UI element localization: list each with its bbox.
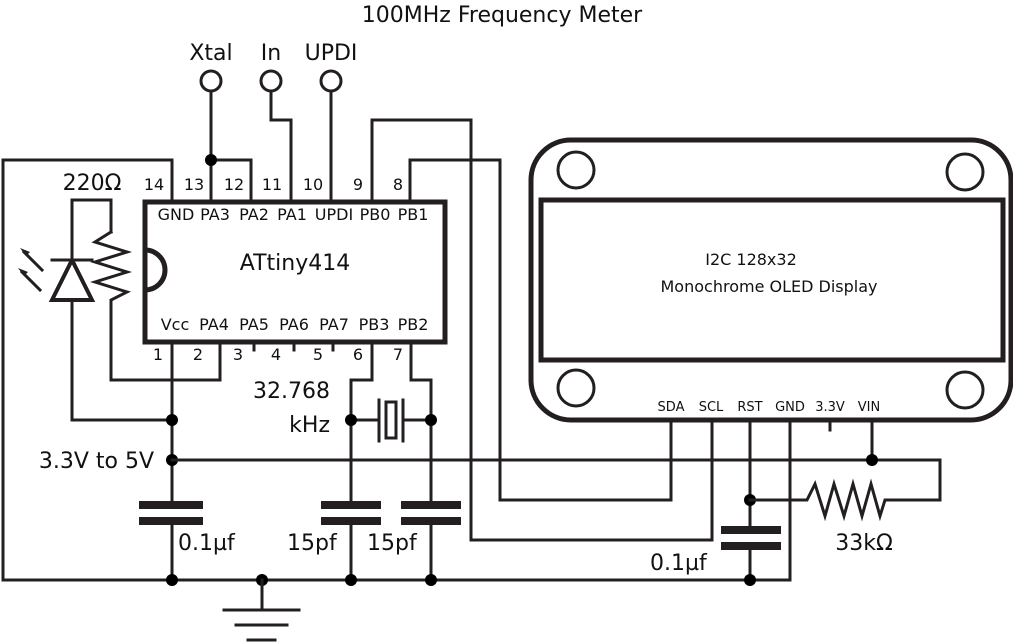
supply-label: 3.3V to 5V: [39, 449, 154, 474]
svg-text:UPDI: UPDI: [315, 205, 353, 224]
svg-text:6: 6: [353, 345, 363, 364]
svg-text:1: 1: [153, 345, 163, 364]
ground-icon: [222, 574, 301, 642]
svg-text:PA6: PA6: [279, 315, 309, 334]
crystal-icon: [349, 342, 433, 502]
diagram-title: 100MHz Frequency Meter: [362, 3, 643, 28]
junction-dot: [744, 574, 756, 586]
ic-top-pin-names: GND PA3 PA2 PA1 UPDI PB0 PB1: [158, 205, 429, 224]
mounting-hole-icon: [556, 368, 596, 408]
svg-text:PA7: PA7: [319, 315, 349, 334]
terminal-updi-icon: [319, 69, 343, 93]
junction-dot: [166, 414, 178, 426]
svg-text:PB1: PB1: [398, 205, 429, 224]
reset-capacitor-icon: [721, 526, 781, 582]
svg-text:PA3: PA3: [200, 205, 230, 224]
svg-text:RST: RST: [737, 400, 762, 415]
svg-text:3.3V: 3.3V: [815, 400, 845, 415]
supply-rail: [170, 458, 942, 502]
mounting-hole-icon: [945, 370, 985, 410]
svg-text:GND: GND: [775, 400, 805, 415]
svg-text:PA5: PA5: [239, 315, 269, 334]
ic-top-pin-numbers: 14 13 12 11 10 9 8: [144, 175, 403, 194]
resistor-220-icon: [89, 229, 222, 382]
svg-text:12: 12: [224, 175, 244, 194]
svg-text:GND: GND: [158, 205, 195, 224]
svg-text:14: 14: [144, 175, 164, 194]
nc-pin-stubs: [252, 342, 335, 352]
svg-text:2: 2: [193, 345, 203, 364]
mounting-hole-icon: [556, 150, 596, 190]
svg-text:13: 13: [184, 175, 204, 194]
svg-text:VIN: VIN: [858, 400, 880, 415]
svg-text:Vcc: Vcc: [161, 315, 190, 334]
oled-title-line1: I2C 128x32: [705, 250, 797, 269]
svg-text:PA4: PA4: [199, 315, 229, 334]
oled-module: [528, 137, 1013, 423]
oled-screen: [538, 197, 1006, 363]
terminal-label-xtal: Xtal: [189, 41, 232, 66]
led-icon: [18, 198, 174, 422]
svg-text:SCL: SCL: [699, 400, 724, 415]
xtal-cap-2-label: 15pf: [367, 531, 418, 556]
svg-text:PB2: PB2: [398, 315, 429, 334]
junction-dot: [205, 154, 217, 166]
svg-text:5: 5: [313, 345, 323, 364]
oled-title-line2: Monochrome OLED Display: [661, 277, 878, 296]
terminal-label-updi: UPDI: [305, 41, 358, 66]
ic-body: [142, 199, 448, 345]
svg-text:10: 10: [303, 175, 323, 194]
pb-wires: [370, 118, 714, 542]
ic-notch-icon: [144, 247, 168, 293]
svg-text:4: 4: [271, 345, 281, 364]
decoupling-cap-label: 0.1µf: [178, 531, 236, 556]
ic-name: ATtiny414: [240, 251, 350, 276]
svg-text:PB0: PB0: [360, 205, 391, 224]
ground-wire: [1, 158, 792, 582]
svg-text:PA2: PA2: [239, 205, 269, 224]
reset-cap-label: 0.1µf: [650, 551, 708, 576]
svg-text:9: 9: [353, 175, 363, 194]
terminal-label-in: In: [261, 41, 281, 66]
junction-dot: [425, 414, 437, 426]
svg-text:8: 8: [393, 175, 403, 194]
reset-resistor-label: 33kΩ: [835, 531, 893, 556]
mounting-hole-icon: [945, 152, 985, 192]
terminal-in-icon: [259, 69, 283, 93]
junction-dot: [345, 574, 357, 586]
decoupling-capacitor-icon: [139, 501, 203, 582]
xtal-capacitor-1-icon: [321, 501, 381, 582]
resistor-33k-icon: [748, 478, 904, 522]
crystal-unit-label: kHz: [289, 413, 330, 438]
ic-bottom-pin-names: Vcc PA4 PA5 PA6 PA7 PB3 PB2: [161, 315, 429, 334]
svg-text:11: 11: [262, 175, 282, 194]
terminal-xtal-icon: [199, 69, 223, 93]
svg-text:PB3: PB3: [359, 315, 390, 334]
ic-bottom-pin-numbers: 1 2 3 4 5 6 7: [153, 345, 403, 364]
svg-text:7: 7: [393, 345, 403, 364]
junction-dot: [866, 454, 878, 466]
led-resistor-label: 220Ω: [63, 171, 122, 196]
svg-text:3: 3: [233, 345, 243, 364]
svg-text:SDA: SDA: [658, 400, 685, 415]
junction-dot: [166, 574, 178, 586]
xtal-cap-1-label: 15pf: [287, 531, 338, 556]
junction-dot: [345, 414, 357, 426]
svg-text:PA1: PA1: [277, 205, 307, 224]
oled-pin-labels: SDA SCL RST GND 3.3V VIN: [658, 400, 881, 415]
crystal-freq-label: 32.768: [253, 379, 330, 404]
terminal-wires: [209, 89, 333, 202]
junction-dot: [425, 574, 437, 586]
xtal-capacitor-2-icon: [401, 501, 461, 582]
